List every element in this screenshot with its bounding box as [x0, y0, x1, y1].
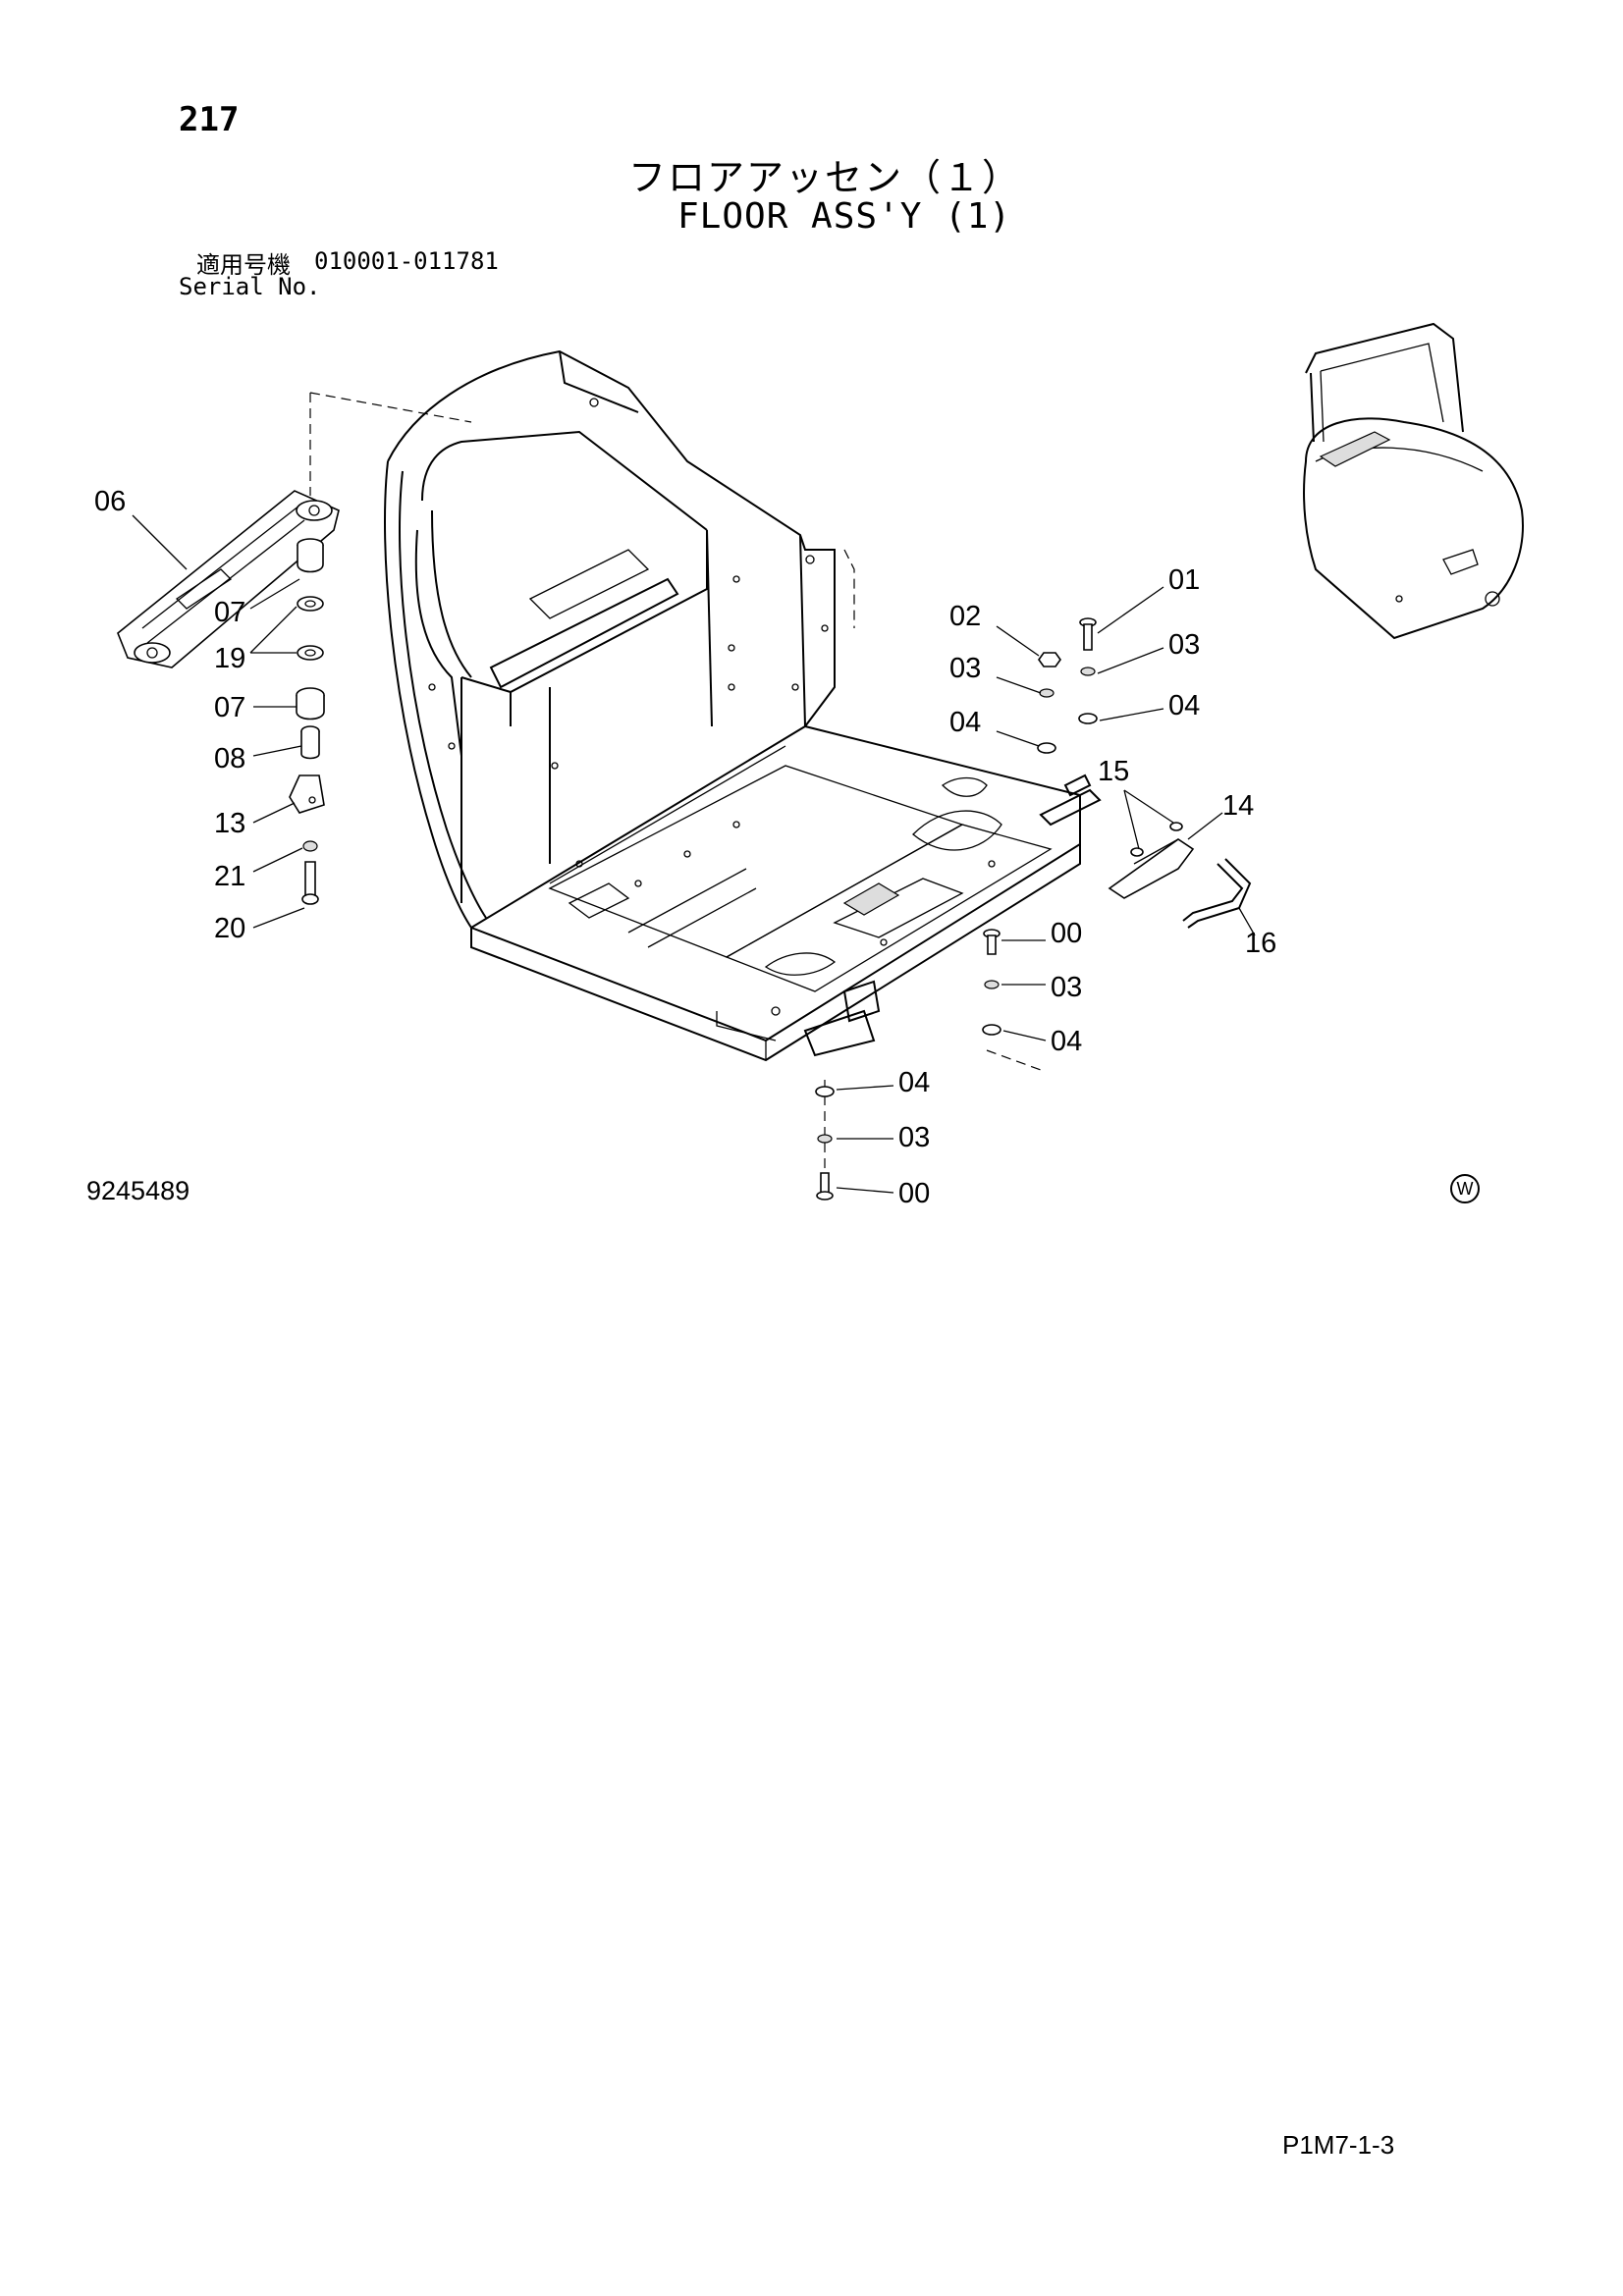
callout-03-upper-left: 03 — [949, 653, 981, 684]
callout-06: 06 — [94, 486, 126, 517]
bracket-14 — [1108, 822, 1195, 899]
washer-04-lower — [815, 1086, 835, 1097]
exploded-parts-diagram: 06 07 19 07 08 13 21 20 01 02 03 03 04 0… — [94, 322, 1524, 1209]
callout-21: 21 — [214, 861, 245, 892]
callout-01: 01 — [1168, 564, 1200, 596]
callout-03-lower: 03 — [898, 1122, 930, 1153]
callout-00-lower: 00 — [898, 1178, 930, 1209]
serial-label-english: Serial No. — [179, 273, 321, 300]
lock-washer-03-upper — [1039, 667, 1096, 698]
callout-07-upper: 07 — [214, 597, 245, 628]
callout-08: 08 — [214, 743, 245, 774]
callout-15: 15 — [1098, 756, 1129, 787]
title-japanese: フロアアッセン（１） — [628, 156, 1022, 199]
callout-14: 14 — [1222, 790, 1254, 822]
callout-03-upper-right: 03 — [1168, 629, 1200, 661]
callout-labels: 06 07 19 07 08 13 21 20 01 02 03 03 04 0… — [94, 486, 1276, 1209]
lock-washer-03-lower — [817, 1134, 833, 1144]
bolt-00-upper — [983, 929, 1001, 955]
lock-washer-03-middle — [984, 980, 1000, 989]
washer-04-upper — [1037, 713, 1098, 754]
serial-range: 010001-011781 — [314, 247, 499, 275]
callout-20: 20 — [214, 913, 245, 944]
page-reference: P1M7-1-3 — [1282, 2130, 1395, 2160]
nut-02 — [1038, 652, 1061, 667]
w-mark-icon: W — [1450, 1174, 1480, 1203]
handle-16 — [1182, 858, 1252, 929]
washer-21 — [302, 840, 318, 852]
bolt-00-lower — [816, 1172, 834, 1201]
callout-19: 19 — [214, 643, 245, 674]
callout-07-lower: 07 — [214, 692, 245, 723]
cushion-07-upper — [297, 538, 324, 573]
left-bracket-06 — [117, 490, 340, 668]
collar-08 — [300, 725, 320, 760]
drawing-number: 9245489 — [86, 1176, 190, 1205]
title-english: FLOOR ASS'Y (1) — [677, 196, 1012, 237]
callout-03-middle: 03 — [1051, 972, 1082, 1003]
callout-04-lower: 04 — [898, 1067, 930, 1098]
bolt-01 — [1079, 617, 1097, 651]
floor-frame — [309, 349, 1102, 1178]
callout-02: 02 — [949, 601, 981, 632]
washers-19 — [297, 596, 324, 661]
callout-16: 16 — [1245, 928, 1276, 959]
cushion-07-lower — [296, 687, 325, 721]
serial-label-japanese: 適用号機 — [196, 251, 291, 279]
washer-04-middle — [982, 1024, 1001, 1036]
callout-00-upper: 00 — [1051, 918, 1082, 949]
plate-13 — [289, 774, 325, 814]
page-number: 217 — [179, 100, 240, 139]
machine-thumbnail — [1303, 322, 1524, 640]
callout-13: 13 — [214, 808, 245, 839]
leader-lines — [132, 514, 1256, 1194]
callout-04-upper-right: 04 — [1168, 690, 1200, 721]
bolt-20 — [301, 861, 319, 905]
callout-04-upper-left: 04 — [949, 707, 981, 738]
callout-04-middle: 04 — [1051, 1026, 1082, 1057]
